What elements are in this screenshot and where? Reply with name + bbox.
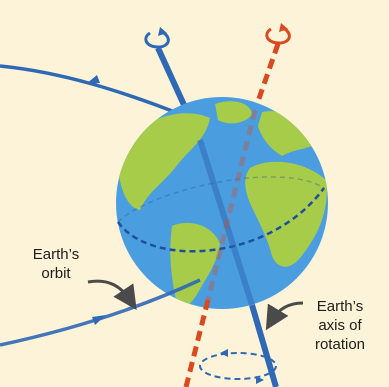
orbit-direction-arrow-lower [92,315,106,325]
rotation-spin-icon [144,27,170,49]
orbital-axis-top [252,43,281,111]
landmass-europe [258,111,322,156]
axis-label-line3: rotation [314,336,366,353]
landmass-africa [245,161,327,267]
orbit-label: Earth’s orbit [20,245,92,283]
orbit-callout-arrow [87,279,137,310]
rotation-axis-bottom [249,304,279,387]
equator-back [117,176,325,223]
orbit-path-upper [0,64,191,120]
axis-label-line1: Earth’s [316,298,364,315]
orbital-axis-through-globe [205,109,258,301]
axis-callout-arrow [265,301,304,331]
landmass-north-america [116,113,210,210]
orbital-spin-icon [265,23,291,45]
landmass-greenland [215,101,252,124]
axis-label-line2: axis of [318,317,362,334]
equator-front [116,187,326,253]
orbit-path-lower [0,278,201,347]
orbital-axis-bottom [183,299,211,387]
orbit-label-line2: orbit [41,265,71,282]
axis-label: Earth’s axis of rotation [300,297,380,354]
rotation-axis-through-globe [197,139,255,306]
rotation-ellipse-icon [199,349,277,384]
orbit-label-line1: Earth’s [32,246,80,263]
orbit-direction-arrow-upper [86,75,100,84]
